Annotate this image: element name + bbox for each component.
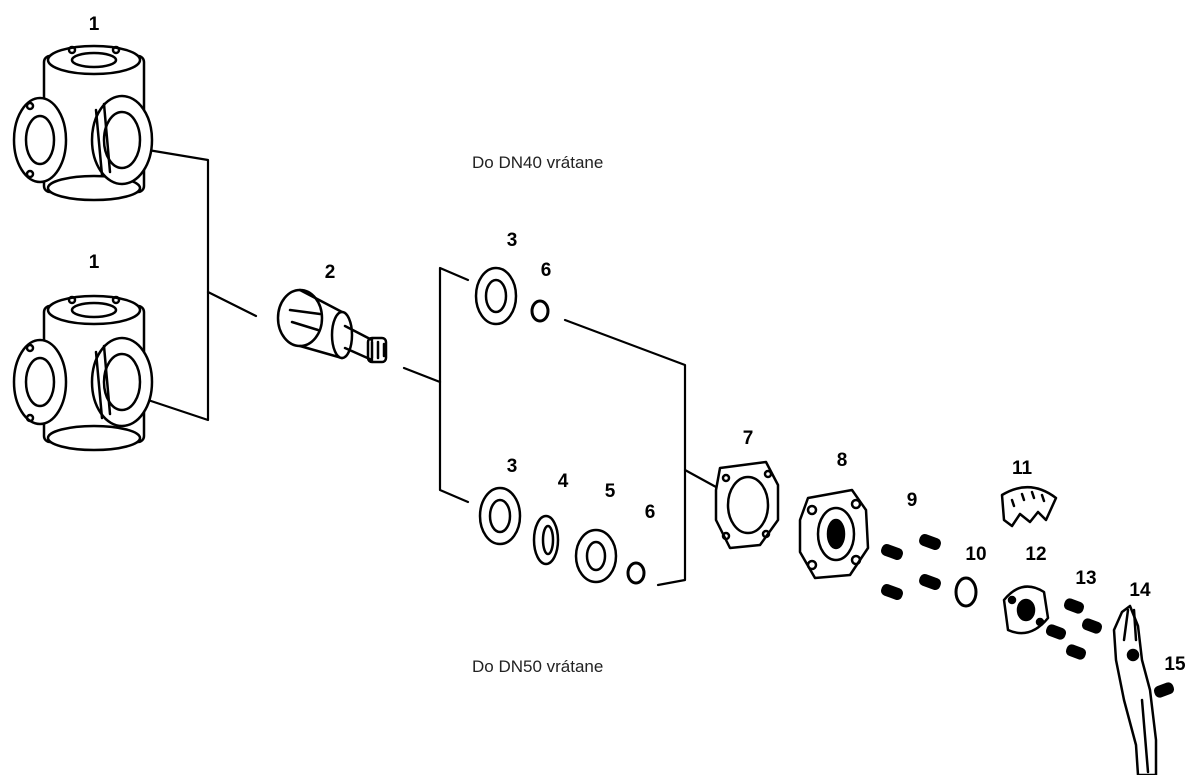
oring-upper bbox=[530, 299, 550, 323]
bracket-bodies bbox=[146, 148, 210, 422]
callout-hub: 12 bbox=[1025, 544, 1046, 565]
callout-handle: 14 bbox=[1129, 580, 1151, 601]
gasket bbox=[714, 460, 780, 550]
callout-screw-handle: 15 bbox=[1164, 654, 1186, 675]
scale-plate bbox=[1000, 486, 1058, 528]
connector-lines bbox=[146, 148, 718, 587]
callout-screws-hub: 13 bbox=[1075, 568, 1096, 589]
callout-gasket: 7 bbox=[743, 428, 754, 449]
oring-lower bbox=[626, 561, 646, 585]
callout-cover-flange: 8 bbox=[837, 450, 848, 471]
valve-body-lower bbox=[12, 294, 154, 452]
bracket-rings bbox=[438, 266, 470, 504]
callout-oring-small: 10 bbox=[965, 544, 986, 565]
washer bbox=[574, 528, 618, 584]
spring-washer bbox=[532, 514, 560, 566]
callout-body-upper: 1 bbox=[89, 14, 100, 35]
callout-plug: 2 bbox=[325, 262, 336, 283]
screws-hub bbox=[1045, 598, 1103, 660]
cover-flange bbox=[798, 488, 870, 580]
line-plug-to-rings bbox=[402, 366, 442, 384]
callout-body-lower: 1 bbox=[89, 252, 100, 273]
screw-handle bbox=[1153, 682, 1175, 698]
callout-scale-plate: 11 bbox=[1012, 458, 1033, 479]
callout-oring-lower: 6 bbox=[645, 502, 656, 523]
callout-oring-upper: 6 bbox=[541, 260, 552, 281]
callout-screws-cover: 9 bbox=[907, 490, 918, 511]
ring-lower bbox=[478, 486, 522, 546]
handle bbox=[1112, 604, 1158, 775]
hub bbox=[1002, 585, 1050, 635]
oring-small bbox=[954, 576, 978, 608]
caption-lower: Do DN50 vrátane bbox=[472, 657, 603, 676]
valve-plug bbox=[276, 288, 388, 364]
screws-cover bbox=[881, 534, 941, 600]
line-body-to-plug bbox=[206, 290, 258, 318]
callout-ring-lower: 3 bbox=[507, 456, 518, 477]
valve-body-upper bbox=[12, 44, 154, 202]
bracket-to-gasket bbox=[563, 318, 687, 587]
callout-washer: 5 bbox=[605, 481, 616, 502]
line-to-gasket bbox=[683, 468, 718, 489]
caption-upper: Do DN40 vrátane bbox=[472, 153, 603, 172]
callout-ring-upper: 3 bbox=[507, 230, 518, 251]
callout-spring-washer: 4 bbox=[558, 471, 569, 492]
ring-upper bbox=[474, 266, 518, 326]
